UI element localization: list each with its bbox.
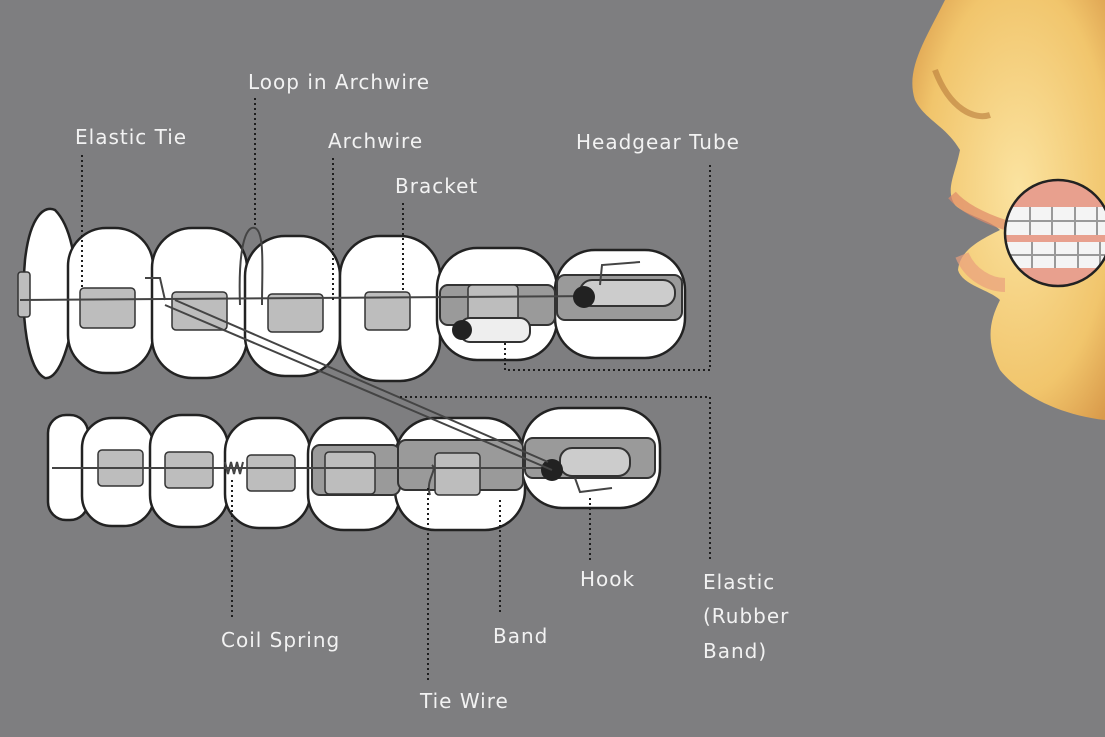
- label-hook: Hook: [580, 567, 635, 591]
- face-profile: [912, 0, 1105, 420]
- label-archwire: Archwire: [328, 129, 423, 153]
- label-elastic-line3: Band): [703, 639, 767, 663]
- label-bracket: Bracket: [395, 174, 478, 198]
- label-elastic-line2: (Rubber: [703, 604, 789, 628]
- label-coil-spring: Coil Spring: [221, 628, 340, 652]
- label-elastic-line1: Elastic: [703, 570, 775, 594]
- mouth-magnifier: [1003, 178, 1105, 288]
- label-loop-in-archwire: Loop in Archwire: [248, 70, 430, 94]
- label-band: Band: [493, 624, 548, 648]
- upper-teeth: [17, 207, 687, 383]
- label-tie-wire: Tie Wire: [419, 689, 509, 713]
- leader-lines: [81, 98, 711, 682]
- label-elastic-tie: Elastic Tie: [75, 125, 187, 149]
- label-headgear-tube: Headgear Tube: [576, 130, 740, 154]
- lower-teeth: [46, 406, 662, 532]
- elastic-band: [164, 299, 553, 471]
